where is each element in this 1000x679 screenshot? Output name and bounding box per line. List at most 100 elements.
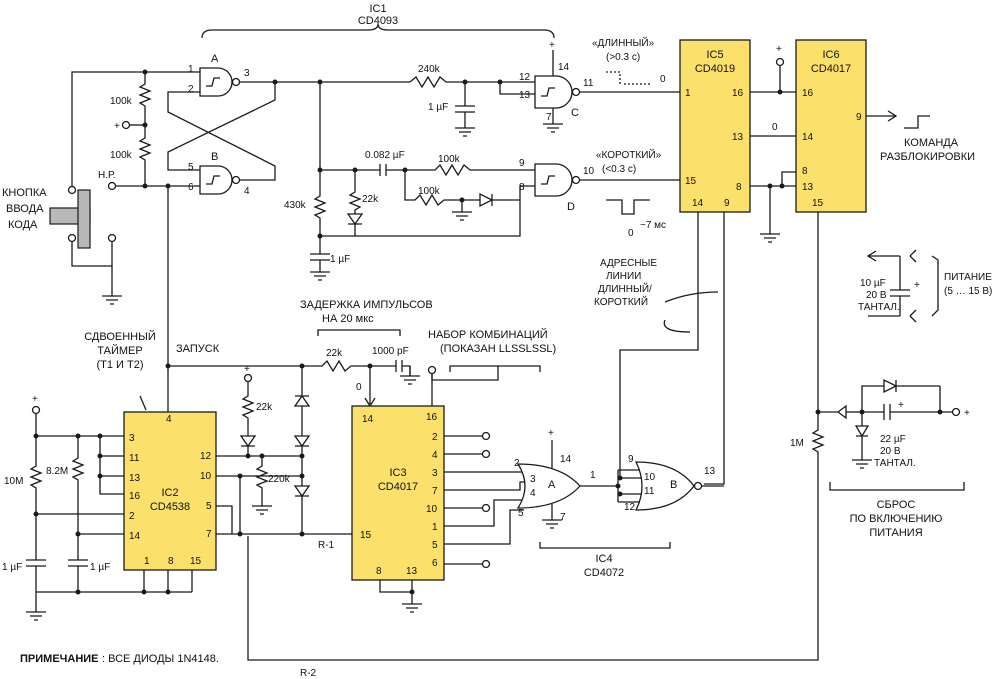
svg-text:8: 8 — [376, 566, 382, 577]
gate-a: A 1 2 3 — [188, 53, 250, 97]
svg-text:ПИТАНИЕ: ПИТАНИЕ — [944, 272, 992, 283]
svg-text:(ПОКАЗАН LLSSLSSL): (ПОКАЗАН LLSSLSSL) — [440, 343, 556, 355]
gate-c: C 12 13 11 14 7 — [519, 62, 594, 123]
svg-text:0: 0 — [356, 382, 362, 393]
gate-d: D 9 8 10 — [519, 158, 595, 213]
ic5-chip: IC5 CD4019 1 15 16 13 8 14 9 — [679, 39, 751, 213]
cap-1000pf — [370, 360, 420, 385]
note-bold: ПРИМЕЧАНИЕ — [20, 653, 99, 665]
long-label: «ДЛИННЫЙ» — [592, 36, 655, 49]
svg-text:22k: 22k — [362, 194, 379, 205]
svg-text:1: 1 — [590, 470, 596, 481]
svg-text:+: + — [32, 394, 38, 405]
svg-text:3: 3 — [530, 474, 536, 485]
svg-text:12: 12 — [519, 72, 531, 83]
svg-text:16: 16 — [732, 88, 744, 99]
svg-text:15: 15 — [190, 556, 202, 567]
svg-text:8: 8 — [802, 166, 808, 177]
svg-text:КНОПКА: КНОПКА — [2, 187, 47, 199]
svg-text:15: 15 — [812, 198, 824, 209]
svg-text:13: 13 — [519, 90, 531, 101]
svg-text:+: + — [114, 121, 120, 132]
svg-text:15: 15 — [360, 530, 372, 541]
svg-text:9: 9 — [724, 198, 730, 209]
code-button[interactable] — [49, 185, 117, 249]
svg-text:11: 11 — [644, 486, 655, 497]
svg-text:22k: 22k — [326, 348, 343, 359]
svg-text:1: 1 — [188, 64, 194, 75]
res-100k-d2 — [404, 170, 480, 207]
svg-text:8: 8 — [519, 182, 525, 193]
svg-text:16: 16 — [129, 491, 141, 502]
svg-text:430k: 430k — [284, 200, 307, 211]
svg-text:14: 14 — [692, 198, 704, 209]
svg-text:22 µF: 22 µF — [880, 434, 906, 445]
svg-text:5: 5 — [518, 508, 524, 519]
svg-text:0.082 µF: 0.082 µF — [365, 150, 405, 161]
svg-text:10: 10 — [644, 472, 656, 483]
svg-text:НАБОР КОМБИНАЦИЙ: НАБОР КОМБИНАЦИЙ — [428, 328, 548, 341]
svg-text:+: + — [548, 428, 554, 439]
wire-short — [319, 82, 355, 171]
svg-text:НА 20 мкс: НА 20 мкс — [322, 313, 374, 325]
gate-b-label: B — [211, 151, 218, 163]
svg-text:КОДА: КОДА — [8, 219, 38, 231]
svg-text:ЗАПУСК: ЗАПУСК — [176, 343, 220, 355]
svg-text:IC3: IC3 — [389, 467, 406, 479]
svg-text:5: 5 — [188, 162, 194, 173]
svg-text:+: + — [898, 400, 904, 411]
svg-text:ТАНТАЛ.: ТАНТАЛ. — [874, 458, 916, 469]
res-22k-b — [241, 382, 255, 436]
svg-text:7: 7 — [546, 112, 552, 123]
svg-text:1 µF: 1 µF — [330, 254, 350, 265]
ic6-chip: IC6 CD4017 16 14 13 8 15 9 — [795, 39, 867, 213]
svg-text:10: 10 — [583, 166, 595, 177]
ic4-gate-b: B 9 10 11 12 13 — [624, 454, 716, 513]
svg-text:1000 pF: 1000 pF — [372, 346, 409, 357]
svg-text:12: 12 — [624, 502, 636, 513]
diode-2 — [479, 192, 520, 208]
svg-text:4: 4 — [166, 414, 172, 425]
svg-text:10: 10 — [426, 504, 438, 515]
svg-text:+: + — [244, 364, 250, 375]
svg-text:5: 5 — [206, 501, 212, 512]
svg-text:ТАНТАЛ.: ТАНТАЛ. — [858, 302, 900, 313]
svg-text:4: 4 — [244, 186, 250, 197]
svg-text:+: + — [964, 408, 970, 419]
svg-text:1M: 1M — [790, 438, 804, 449]
svg-text:9: 9 — [519, 158, 525, 169]
svg-text:ПО ВКЛЮЧЕНИЮ: ПО ВКЛЮЧЕНИЮ — [850, 513, 943, 525]
cap-1uf-d — [68, 534, 88, 592]
svg-text:3: 3 — [432, 468, 438, 479]
svg-text:6: 6 — [188, 182, 194, 193]
res-22k-c — [302, 359, 370, 373]
gate-c-label: C — [571, 107, 579, 119]
svg-text:1 µF: 1 µF — [2, 562, 22, 573]
svg-text:14: 14 — [558, 62, 570, 73]
svg-text:ЛИНИИ: ЛИНИИ — [606, 271, 641, 282]
svg-text:IC5: IC5 — [706, 49, 723, 61]
svg-text:CD4538: CD4538 — [150, 501, 190, 513]
svg-text:220k: 220k — [268, 474, 291, 485]
svg-text:1: 1 — [144, 556, 150, 567]
svg-text:2: 2 — [129, 511, 135, 522]
svg-text:13: 13 — [704, 466, 716, 477]
svg-text:14: 14 — [560, 454, 572, 465]
gate-b: B 5 6 4 — [188, 151, 250, 197]
svg-text:КОМАНДА: КОМАНДА — [904, 137, 959, 149]
svg-text:14: 14 — [129, 531, 141, 542]
svg-text:20 В: 20 В — [866, 290, 887, 301]
cap-1uf-b — [310, 236, 330, 272]
gate-a-label: A — [211, 53, 219, 65]
gate-d-label: D — [567, 201, 575, 213]
svg-text:CD4017: CD4017 — [811, 63, 851, 75]
svg-text:100k: 100k — [418, 186, 441, 197]
svg-text:СДВОЕННЫЙ: СДВОЕННЫЙ — [84, 330, 156, 343]
svg-text:22k: 22k — [256, 402, 273, 413]
svg-text:8: 8 — [736, 182, 742, 193]
svg-text:IC4: IC4 — [595, 553, 612, 565]
svg-text:R-1: R-1 — [318, 540, 335, 551]
svg-text:CD4072: CD4072 — [584, 567, 624, 579]
svg-text:4: 4 — [432, 450, 438, 461]
